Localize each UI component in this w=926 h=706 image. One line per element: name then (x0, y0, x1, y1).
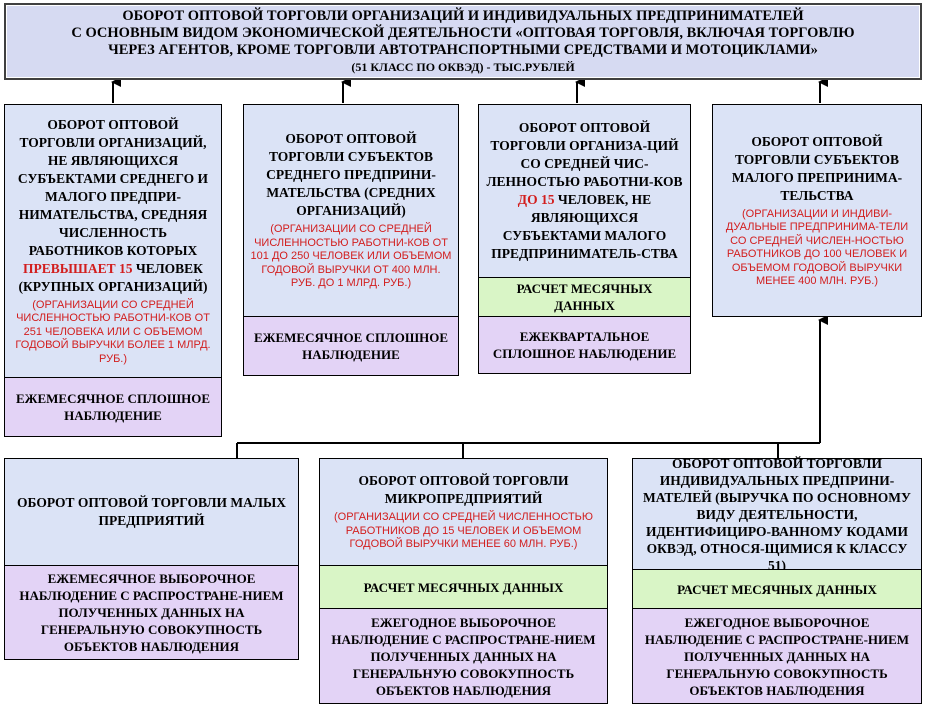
small-firms-title: ОБОРОТ ОПТОВОЙ ТОРГОВЛИ МАЛЫХ ПРЕДПРИЯТИ… (17, 495, 286, 528)
small-ent-box: ОБОРОТ ОПТОВОЙ ТОРГОВЛИ СУБЪЕКТОВ МАЛОГО… (712, 104, 922, 317)
individual-box: ОБОРОТ ОПТОВОЙ ТОРГОВЛИ ИНДИВИДУАЛЬНЫХ П… (632, 456, 922, 573)
upto15-title: ОБОРОТ ОПТОВОЙ ТОРГОВЛИ ОРГАНИЗА-ЦИЙ СО … (485, 119, 684, 263)
medium-org-title: ОБОРОТ ОПТОВОЙ ТОРГОВЛИ СУБЪЕКТОВ СРЕДНЕ… (266, 131, 436, 219)
micro-method-text: ЕЖЕГОДНОЕ ВЫБОРОЧНОЕ НАБЛЮДЕНИЕ С РАСПРО… (331, 614, 596, 698)
title-line-2: С ОСНОВНЫМ ВИДОМ ЭКОНОМИЧЕСКОЙ ДЕЯТЕЛЬНО… (71, 24, 855, 41)
individual-calc-text: РАСЧЕТ МЕСЯЧНЫХ ДАННЫХ (677, 581, 877, 597)
upto15-calc: РАСЧЕТ МЕСЯЧНЫХ ДАННЫХ (478, 277, 691, 317)
small-firms-box: ОБОРОТ ОПТОВОЙ ТОРГОВЛИ МАЛЫХ ПРЕДПРИЯТИ… (4, 458, 299, 566)
diagram-title: ОБОРОТ ОПТОВОЙ ТОРГОВЛИ ОРГАНИЗАЦИЙ И ИН… (4, 3, 922, 80)
upto15-method: ЕЖЕКВАРТАЛЬНОЕ СПЛОШНОЕ НАБЛЮДЕНИЕ (478, 316, 691, 374)
upto15-box: ОБОРОТ ОПТОВОЙ ТОРГОВЛИ ОРГАНИЗА-ЦИЙ СО … (478, 104, 691, 278)
large-org-text: ОБОРОТ ОПТОВОЙ ТОРГОВЛИ ОРГАНИЗАЦИЙ, НЕ … (17, 116, 209, 258)
individual-title: ОБОРОТ ОПТОВОЙ ТОРГОВЛИ ИНДИВИДУАЛЬНЫХ П… (643, 455, 911, 573)
title-subtitle: (51 КЛАСС ПО ОКВЭД) - ТЫС.РУБЛЕЙ (351, 59, 575, 74)
medium-org-method-text: ЕЖЕМЕСЯЧНОЕ СПЛОШНОЕ НАБЛЮДЕНИЕ (253, 330, 449, 362)
micro-title: ОБОРОТ ОПТОВОЙ ТОРГОВЛИ МИКРОПРЕДПРИЯТИЙ (358, 473, 569, 507)
upto15-calc-text: РАСЧЕТ МЕСЯЧНЫХ ДАННЫХ (516, 281, 653, 313)
title-line-3: ЧЕРЕЗ АГЕНТОВ, КРОМЕ ТОРГОВЛИ АВТОТРАНСП… (108, 41, 818, 58)
large-org-box: ОБОРОТ ОПТОВОЙ ТОРГОВЛИ ОРГАНИЗАЦИЙ, НЕ … (4, 104, 222, 378)
large-org-title: ОБОРОТ ОПТОВОЙ ТОРГОВЛИ ОРГАНИЗАЦИЙ, НЕ … (11, 116, 215, 296)
upto15-highlight: ДО 15 (517, 192, 555, 207)
upto15-method-text: ЕЖЕКВАРТАЛЬНОЕ СПЛОШНОЕ НАБЛЮДЕНИЕ (492, 329, 677, 361)
large-org-method-text: ЕЖЕМЕСЯЧНОЕ СПЛОШНОЕ НАБЛЮДЕНИЕ (15, 391, 211, 423)
medium-org-method: ЕЖЕМЕСЯЧНОЕ СПЛОШНОЕ НАБЛЮДЕНИЕ (243, 316, 459, 376)
small-firms-method: ЕЖЕМЕСЯЧНОЕ ВЫБОРОЧНОЕ НАБЛЮДЕНИЕ С РАСП… (4, 565, 299, 660)
small-firms-method-text: ЕЖЕМЕСЯЧНОЕ ВЫБОРОЧНОЕ НАБЛЮДЕНИЕ С РАСП… (19, 571, 284, 654)
micro-method: ЕЖЕГОДНОЕ ВЫБОРОЧНОЕ НАБЛЮДЕНИЕ С РАСПРО… (319, 608, 608, 704)
medium-org-box: ОБОРОТ ОПТОВОЙ ТОРГОВЛИ СУБЪЕКТОВ СРЕДНЕ… (243, 104, 459, 317)
individual-method: ЕЖЕГОДНОЕ ВЫБОРОЧНОЕ НАБЛЮДЕНИЕ С РАСПРО… (632, 608, 922, 704)
individual-calc: РАСЧЕТ МЕСЯЧНЫХ ДАННЫХ (632, 569, 922, 609)
small-ent-note: (ОРГАНИЗАЦИИ И ИНДИВИ-ДУАЛЬНЫЕ ПРЕДПРИНИ… (725, 207, 909, 288)
upto15-text: ОБОРОТ ОПТОВОЙ ТОРГОВЛИ ОРГАНИЗА-ЦИЙ СО … (486, 120, 683, 189)
micro-calc-text: РАСЧЕТ МЕСЯЧНЫХ ДАННЫХ (363, 579, 564, 595)
micro-box: ОБОРОТ ОПТОВОЙ ТОРГОВЛИ МИКРОПРЕДПРИЯТИЙ… (319, 458, 608, 566)
upto15-text-2: ЧЕЛОВЕК, НЕ ЯВЛЯЮЩИХСЯ СУБЪЕКТАМИ МАЛОГО… (491, 192, 678, 261)
title-line-1: ОБОРОТ ОПТОВОЙ ТОРГОВЛИ ОРГАНИЗАЦИЙ И ИН… (122, 7, 804, 24)
micro-note: (ОРГАНИЗАЦИИ СО СРЕДНЕЙ ЧИСЛЕННОСТЬЮ РАБ… (333, 511, 594, 551)
micro-calc: РАСЧЕТ МЕСЯЧНЫХ ДАННЫХ (319, 565, 608, 609)
large-org-text-2: ЧЕЛОВЕК (КРУПНЫХ ОРГАНИЗАЦИЙ) (18, 260, 208, 294)
large-org-method: ЕЖЕМЕСЯЧНОЕ СПЛОШНОЕ НАБЛЮДЕНИЕ (4, 377, 222, 437)
large-org-highlight: ПРЕВЫШАЕТ 15 (23, 260, 133, 276)
individual-method-text: ЕЖЕГОДНОЕ ВЫБОРОЧНОЕ НАБЛЮДЕНИЕ С РАСПРО… (644, 614, 910, 698)
small-ent-title: ОБОРОТ ОПТОВОЙ ТОРГОВЛИ СУБЪЕКТОВ МАЛОГО… (731, 133, 903, 203)
medium-org-note: (ОРГАНИЗАЦИИ СО СРЕДНЕЙ ЧИСЛЕННОСТЬЮ РАБ… (250, 223, 452, 290)
large-org-note: (ОРГАНИЗАЦИИ СО СРЕДНЕЙ ЧИСЛЕННОСТЬЮ РАБ… (15, 298, 211, 365)
